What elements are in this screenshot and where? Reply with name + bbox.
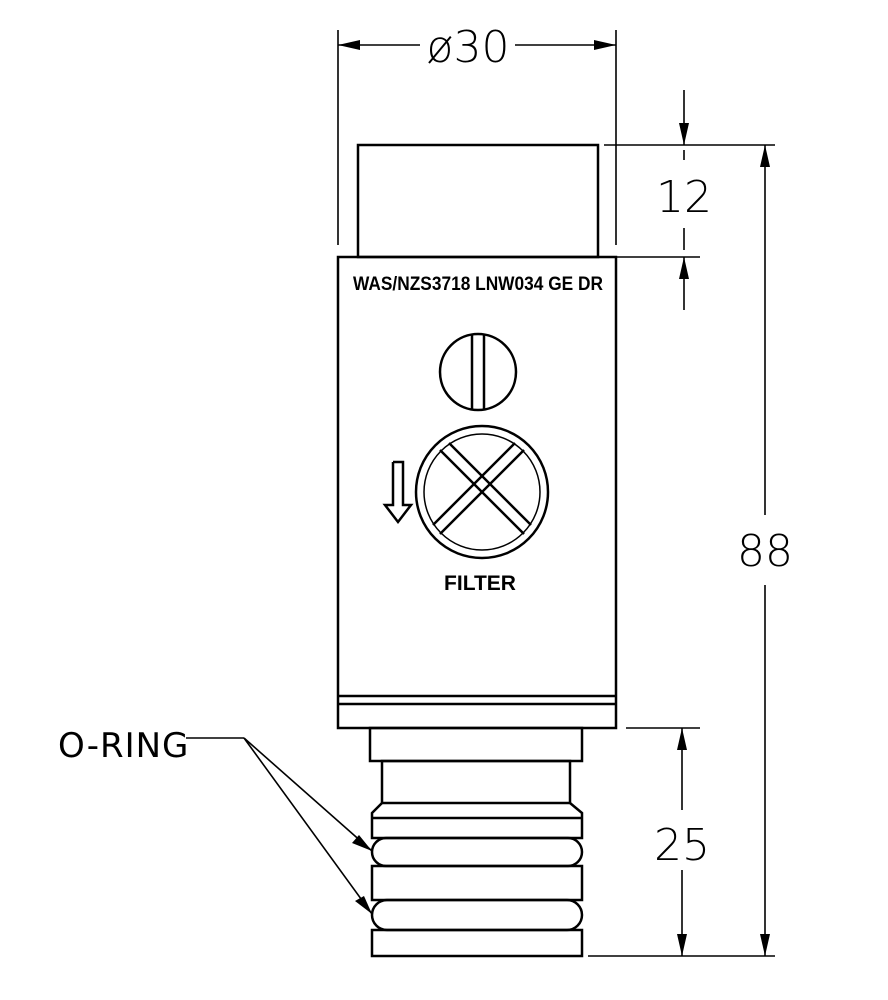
standard-marking: WAS/NZS3718 LNW034 GE DR bbox=[353, 274, 603, 295]
diameter-label: ø30 bbox=[427, 22, 510, 73]
top-cap bbox=[356, 143, 600, 259]
o-ring-label: O-RING bbox=[58, 726, 189, 766]
overall-height-label: 88 bbox=[737, 526, 793, 577]
filter-label: FILTER bbox=[444, 572, 516, 595]
o-ring-callout: O-RING bbox=[58, 726, 373, 915]
top-height-label: 12 bbox=[656, 172, 712, 223]
diameter-dimension: ø30 bbox=[337, 22, 617, 245]
slotted-screw-icon bbox=[438, 332, 518, 412]
top-height-dimension: 12 bbox=[604, 90, 775, 310]
spigot bbox=[368, 726, 584, 958]
down-arrow-icon bbox=[382, 460, 414, 525]
main-body: WAS/NZS3718 LNW034 GE DR bbox=[336, 255, 618, 730]
bottom-height-dimension: 25 bbox=[588, 727, 775, 957]
overall-height-dimension: 88 bbox=[737, 145, 793, 956]
bottom-height-label: 25 bbox=[654, 820, 710, 871]
filter-cross-icon bbox=[414, 424, 550, 560]
